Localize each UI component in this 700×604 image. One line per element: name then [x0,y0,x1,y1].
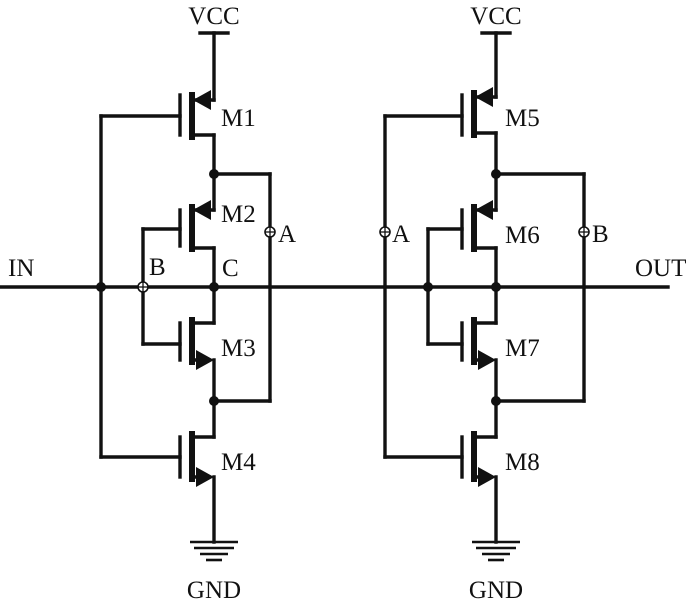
probe-a-right [379,226,391,238]
output-label: OUT [635,255,686,282]
transistor-m6 [460,200,498,252]
gnd-label-left: GND [187,577,241,604]
node-a-left-label: A [278,221,296,248]
left-stage [0,31,272,562]
m4-label: M4 [221,449,256,476]
gnd-label-right: GND [469,577,523,604]
vcc-label-right: VCC [470,3,521,30]
node-b-left-label: B [149,254,166,281]
node-a-right-label: A [392,221,410,248]
ground-symbol-right [472,540,520,562]
m6-label: M6 [505,222,540,249]
transistor-m1 [178,90,216,140]
transistor-m5 [460,87,498,138]
transistor-m3 [178,317,216,370]
right-stage [383,31,670,562]
m2-label: M2 [221,201,256,228]
m5-label: M5 [505,105,540,132]
transistor-m8 [460,431,498,487]
m7-label: M7 [505,335,540,362]
m3-label: M3 [221,335,256,362]
probe-b-left [137,281,149,293]
input-label: IN [8,255,34,282]
probe-b-right [578,226,590,238]
transistor-m7 [460,317,498,370]
m1-label: M1 [221,105,256,132]
transistor-m4 [178,431,216,487]
ground-symbol-left [190,540,238,562]
node-c-label: C [222,255,239,282]
transistor-m2 [178,200,216,252]
probe-a-left [264,226,276,238]
node-b-right-label: B [592,221,609,248]
vcc-label-left: VCC [188,3,239,30]
m8-label: M8 [505,449,540,476]
